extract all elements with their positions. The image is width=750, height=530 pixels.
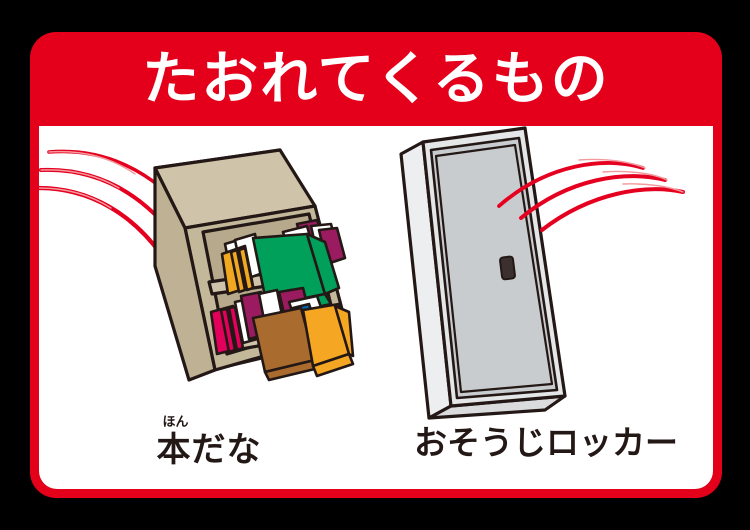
caption-bookshelf-suffix: だな: [191, 430, 262, 470]
furigana-hon: ほん: [162, 415, 189, 430]
locker-handle: [499, 255, 516, 281]
poster-header: たおれてくるもの: [30, 32, 722, 126]
poster-card: たおれてくるもの: [30, 32, 722, 498]
ruby-group-bookshelf: ほん 本: [156, 416, 192, 470]
page-title: たおれてくるもの: [142, 45, 610, 112]
locker-cabinet: [399, 126, 567, 420]
caption-locker-text: おそうじロッカー: [414, 423, 678, 462]
bookshelf-books-lower: [209, 286, 355, 382]
caption-locker: おそうじロッカー: [379, 426, 713, 459]
bookshelf-illustration: [39, 148, 355, 382]
motion-arcs-locker: [497, 158, 685, 232]
poster-body: ほん 本 だな: [39, 126, 713, 489]
item-bookshelf: ほん 本 だな: [39, 126, 379, 489]
item-locker: おそうじロッカー: [379, 126, 713, 489]
locker-illustration: [399, 126, 685, 420]
caption-bookshelf: ほん 本 だな: [39, 416, 379, 471]
kanji-hon: 本: [156, 430, 192, 470]
